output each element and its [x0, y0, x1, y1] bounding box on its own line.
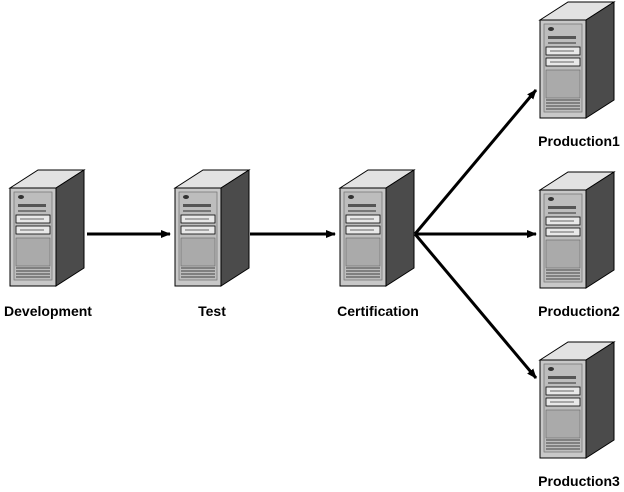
node-label-production3: Production3 — [538, 473, 620, 489]
node-production3: Production3 — [538, 341, 620, 489]
node-certification: Certification — [337, 169, 419, 319]
server-tower-icon — [539, 1, 615, 119]
node-test: Test — [174, 169, 250, 319]
node-label-production2: Production2 — [538, 303, 620, 319]
node-label-development: Development — [4, 303, 92, 319]
server-tower-icon — [539, 341, 615, 459]
arrow-certification-to-production3 — [413, 233, 538, 379]
arrow-certification-to-production1 — [413, 89, 538, 235]
server-tower-icon — [174, 169, 250, 287]
server-tower-icon — [9, 169, 85, 287]
node-label-production1: Production1 — [538, 133, 620, 149]
edges — [87, 89, 538, 379]
node-development: Development — [4, 169, 92, 319]
node-production1: Production1 — [538, 1, 620, 149]
node-label-certification: Certification — [337, 303, 419, 319]
server-tower-icon — [539, 171, 615, 289]
node-label-test: Test — [198, 303, 226, 319]
server-tower-icon — [339, 169, 415, 287]
node-production2: Production2 — [538, 171, 620, 319]
